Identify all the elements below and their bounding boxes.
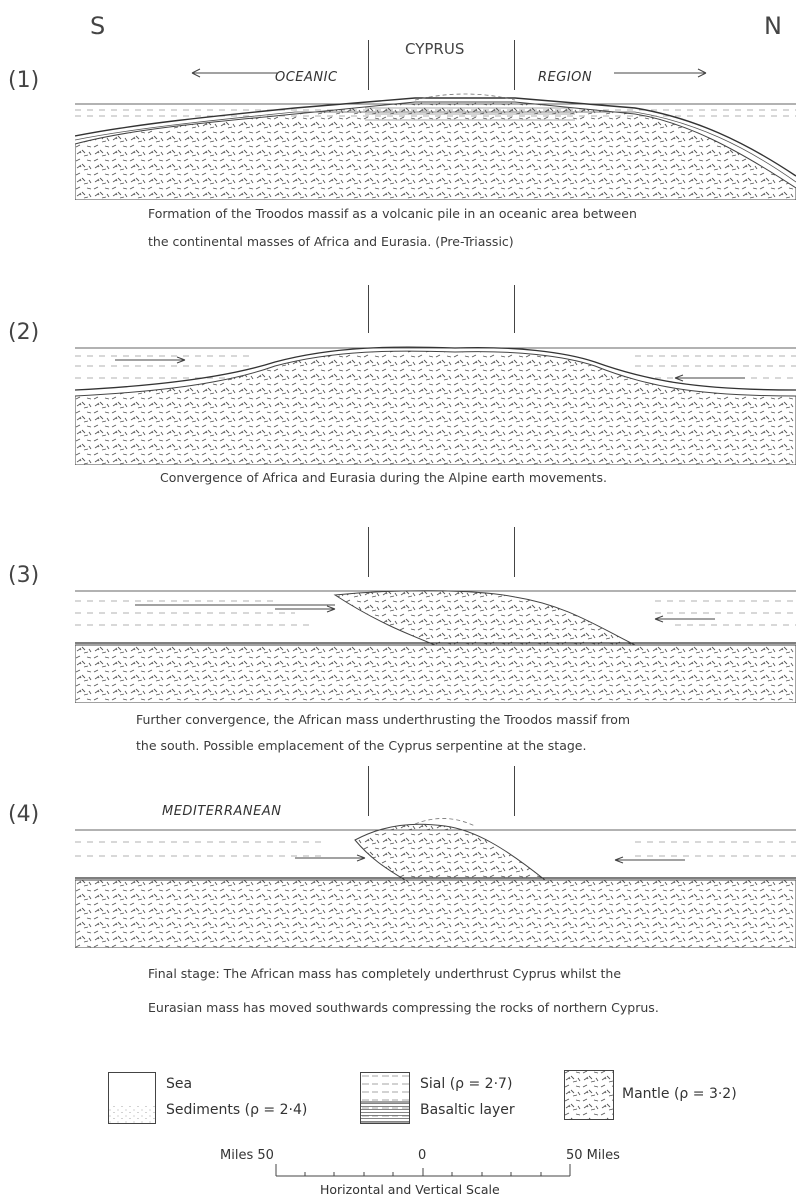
left-arrow-icon: [190, 66, 280, 80]
legend-mantle: Mantle (ρ = 3·2): [622, 1086, 737, 1102]
stage-2-cross-section: [75, 340, 796, 465]
stage-2-boundary-left: [368, 285, 369, 333]
stage-3-caption-2: the south. Possible emplacement of the C…: [136, 732, 586, 760]
north-label: N: [764, 12, 782, 40]
legend-sial: Sial (ρ = 2·7): [420, 1076, 512, 1092]
legend-sea: Sea: [166, 1076, 192, 1092]
stage-1-caption-2: the continental masses of Africa and Eur…: [148, 228, 514, 256]
stage-4-caption-1: Final stage: The African mass has comple…: [148, 960, 621, 988]
cyprus-boundary-right: [514, 40, 515, 90]
right-arrow-icon: [612, 66, 708, 80]
cyprus-label: CYPRUS: [405, 40, 464, 58]
stage-3-caption-1: Further convergence, the African mass un…: [136, 706, 630, 734]
stage-4-caption-2: Eurasian mass has moved southwards compr…: [148, 994, 659, 1022]
scale-caption: Horizontal and Vertical Scale: [320, 1182, 500, 1197]
legend-sediments: Sediments (ρ = 2·4): [166, 1102, 307, 1118]
oceanic-label: OCEANIC: [275, 70, 338, 85]
stage-4-boundary-left: [368, 766, 369, 816]
scale-right-label: 50 Miles: [566, 1148, 620, 1163]
stage-3-boundary-left: [368, 527, 369, 577]
stage-3-cross-section: [75, 585, 796, 703]
stage-4-cross-section: [75, 818, 796, 948]
mediterranean-label: MEDITERRANEAN: [162, 804, 281, 819]
stage-2-boundary-right: [514, 285, 515, 333]
sea-sediments-swatch: [108, 1072, 156, 1124]
legend-basaltic: Basaltic layer: [420, 1102, 515, 1118]
scale-left-label: Miles 50: [220, 1148, 274, 1163]
south-label: S: [90, 12, 105, 40]
cyprus-boundary-left: [368, 40, 369, 90]
region-label: REGION: [538, 70, 592, 85]
stage-4-number: (4): [8, 802, 39, 827]
stage-1-number: (1): [8, 68, 39, 93]
stage-2-number: (2): [8, 320, 39, 345]
stage-2-caption-1: Convergence of Africa and Eurasia during…: [160, 464, 607, 492]
stage-1-cross-section: [75, 88, 796, 200]
stage-4-boundary-right: [514, 766, 515, 816]
stage-1-caption-1: Formation of the Troodos massif as a vol…: [148, 200, 637, 228]
stage-3-number: (3): [8, 563, 39, 588]
sial-basalt-swatch: [360, 1072, 410, 1124]
scale-bar: [274, 1160, 574, 1182]
mantle-swatch: [564, 1070, 614, 1120]
stage-3-boundary-right: [514, 527, 515, 577]
